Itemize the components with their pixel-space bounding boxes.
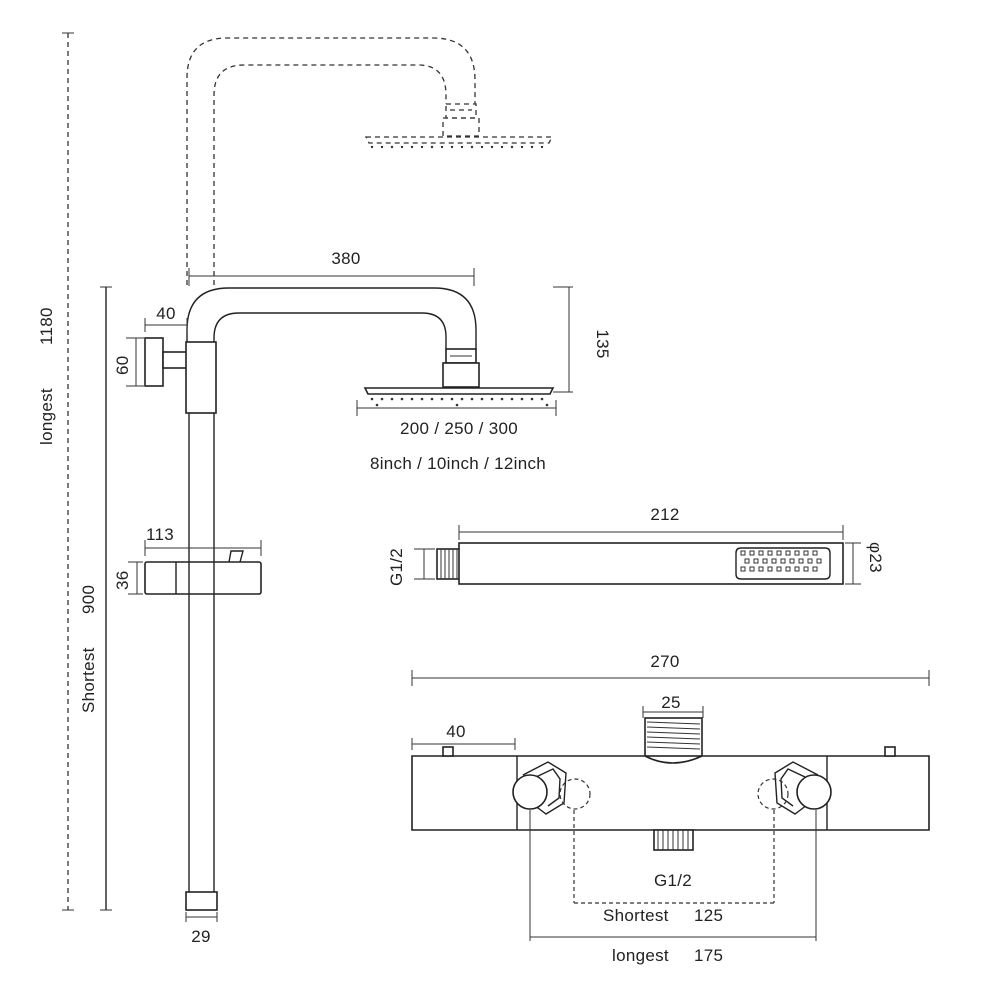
wall-mount-width-value: 40 [156,304,176,323]
valve-outlet-dimension [642,706,704,718]
arm-height-value: 135 [593,329,612,358]
valve-shortest-value: 125 [694,906,723,925]
valve-longest-label: longest [612,946,669,965]
left-handle [512,761,591,815]
valve-outlet-thread [644,717,703,757]
valve-shortest-label: Shortest [603,906,669,925]
arm-length-dimension [188,268,475,286]
wall-mount-height-dimension [126,337,144,387]
arm-height-dimension [553,286,573,393]
valve-longest-dimension [529,810,817,941]
extended-head-nozzles [370,145,544,149]
valve-longest-value: 175 [694,946,723,965]
hand-shower-thread-value: G1/2 [387,548,406,586]
head-width-dimension [356,400,557,416]
slider-height-dimension [128,561,143,595]
slider-width-dimension [144,540,262,556]
hand-shower-thread-dimension [414,548,435,580]
head-sizes-mm: 200 / 250 / 300 [400,419,518,438]
shortest-label: Shortest [79,647,98,713]
right-handle [757,761,832,815]
valve-shortest-dimension [573,810,775,904]
hand-shower-length-dimension [458,525,844,540]
longest-value: 1180 [37,307,56,345]
wall-mount-height-value: 60 [113,355,132,375]
slider-bracket [144,550,262,595]
valve-inlet-thread [653,829,694,851]
shortest-value: 900 [79,585,98,614]
longest-dimension-line [62,32,74,911]
hand-shower [436,542,844,585]
riser-pipe [186,287,477,892]
shower-head-nozzles [370,397,549,407]
shower-head [363,348,555,395]
hand-shower-diameter-dimension [845,542,861,585]
slider-width-value: 113 [146,525,174,544]
pipe-diameter-dimension [185,912,218,922]
extended-riser-outline [186,37,554,285]
valve-outlet-value: 25 [661,693,681,712]
pipe-diameter-value: 29 [191,927,211,946]
valve-inlet-value: G1/2 [654,871,692,890]
valve-width-value: 270 [650,652,679,671]
hand-shower-holes [740,550,822,572]
shortest-dimension-line [100,286,112,911]
valve-side-value: 40 [446,722,466,741]
wall-mount [144,337,217,414]
head-sizes-inch: 8inch / 10inch / 12inch [370,454,546,473]
valve-side-dimension [411,738,516,750]
slider-height-value: 36 [113,570,132,590]
longest-label: longest [37,388,56,445]
valve-width-dimension [411,670,930,686]
valve-body [411,746,930,831]
hand-shower-diameter-value: φ23 [866,542,885,573]
pipe-end-cap [185,891,218,911]
wall-mount-width-dimension [144,318,188,332]
hand-shower-length-value: 212 [650,505,679,524]
arm-length-value: 380 [331,249,360,268]
